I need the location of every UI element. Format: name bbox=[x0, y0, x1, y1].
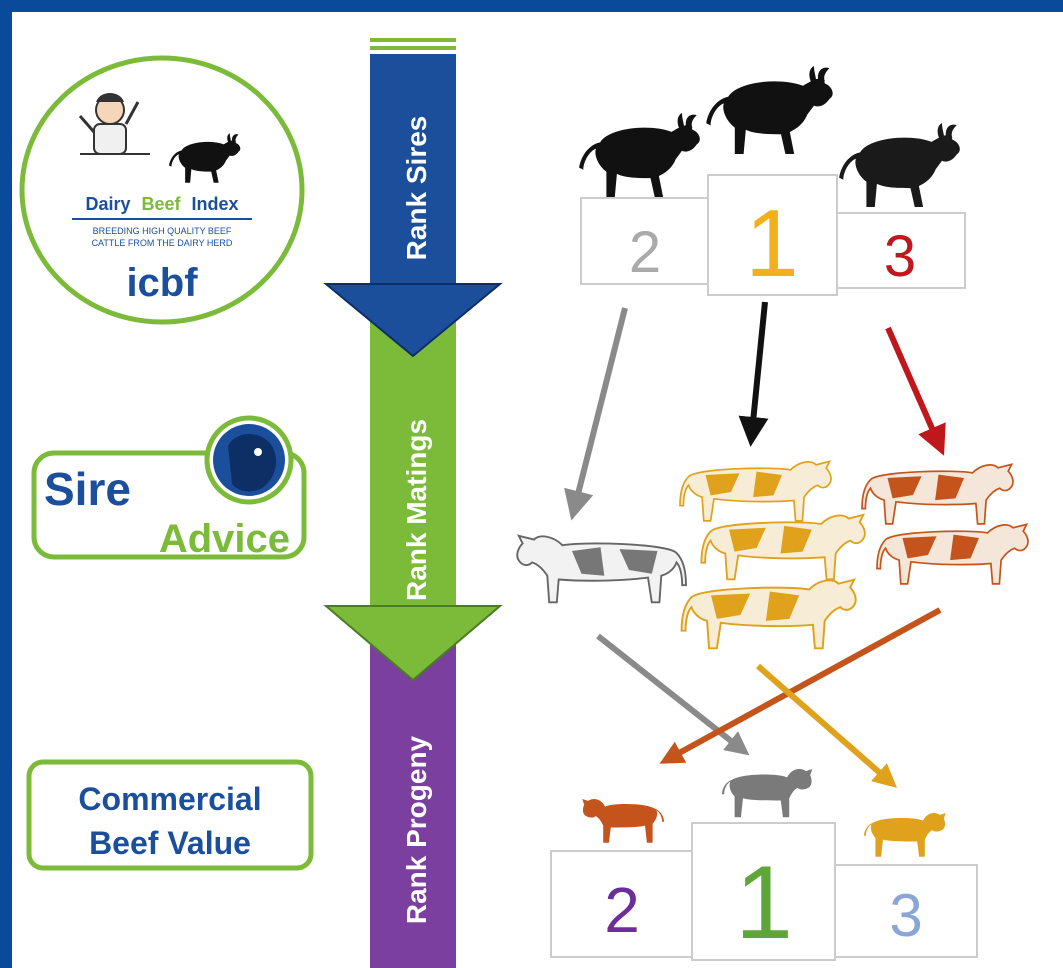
stage-label-matings: Rank Matings bbox=[401, 419, 432, 601]
stage-matings-arrow bbox=[323, 320, 503, 682]
icbf-wordmark: icbf bbox=[126, 261, 198, 305]
stage-label-sires: Rank Sires bbox=[401, 116, 432, 261]
sire-mating-arrows bbox=[564, 301, 946, 521]
stage-sires-arrow bbox=[323, 38, 503, 358]
podium-block-center bbox=[691, 822, 836, 961]
stage-label-progeny: Rank Progeny bbox=[401, 735, 432, 924]
progeny-podium: 2 1 3 bbox=[550, 769, 978, 961]
calf-icon bbox=[582, 799, 664, 843]
calf-icon bbox=[722, 769, 813, 818]
dbi-word-1: Dairy bbox=[85, 194, 130, 214]
svg-text:Dairy Beef Index: Dairy Beef Index bbox=[85, 194, 238, 214]
dbi-word-3: Index bbox=[192, 194, 239, 214]
dairy-cow-icon bbox=[680, 578, 857, 650]
bull-icon bbox=[839, 123, 960, 207]
sire-advice-line-2: Advice bbox=[159, 517, 290, 561]
stage-arrows: Rank Sires Rank Matings Rank Progeny bbox=[323, 38, 503, 968]
sire-rank-1: 1 bbox=[745, 190, 798, 297]
sires-podium: 2 1 3 bbox=[579, 66, 966, 297]
calf-icon bbox=[864, 813, 946, 857]
bull-icon bbox=[706, 66, 833, 155]
podium-block-center bbox=[707, 174, 838, 296]
sire-advice-logo: Sire Advice bbox=[28, 413, 312, 564]
bull-icon bbox=[579, 113, 700, 197]
progeny-rank-1: 1 bbox=[735, 845, 793, 961]
dairy-cow-icon bbox=[861, 463, 1014, 525]
commercial-beef-value-logo: Commercial Beef Value bbox=[26, 759, 314, 871]
sire-rank-2: 2 bbox=[629, 220, 661, 285]
farmer-icon bbox=[78, 93, 150, 155]
progeny-rank-3: 3 bbox=[889, 882, 922, 949]
dairy-cow-icon bbox=[516, 534, 687, 604]
dbi-tagline-2: CATTLE FROM THE DAIRY HERD bbox=[92, 238, 233, 248]
podium-block-left bbox=[580, 197, 710, 285]
dbi-tagline-1: BREEDING HIGH QUALITY BEEF bbox=[93, 226, 232, 236]
podium-block-right bbox=[836, 212, 966, 289]
dbi-word-2: Beef bbox=[142, 194, 182, 214]
cbv-line-2: Beef Value bbox=[89, 825, 251, 861]
progeny-rank-2: 2 bbox=[604, 874, 640, 946]
dairy-cow-icon bbox=[679, 460, 832, 522]
dairy-cow-icon bbox=[700, 513, 866, 581]
sire-rank-3: 3 bbox=[884, 224, 916, 289]
cbv-line-1: Commercial bbox=[78, 781, 261, 817]
dairy-cow-icon bbox=[876, 523, 1029, 585]
dairy-beef-index-logo: Dairy Beef Index BREEDING HIGH QUALITY B… bbox=[19, 55, 305, 325]
podium-block-left bbox=[550, 850, 694, 958]
mating-progeny-arrows bbox=[596, 607, 942, 788]
cow-head-icon bbox=[204, 415, 294, 505]
dairy-cows bbox=[516, 460, 1029, 650]
sire-advice-line-1: Sire bbox=[44, 463, 131, 515]
podium-block-right bbox=[834, 864, 978, 958]
